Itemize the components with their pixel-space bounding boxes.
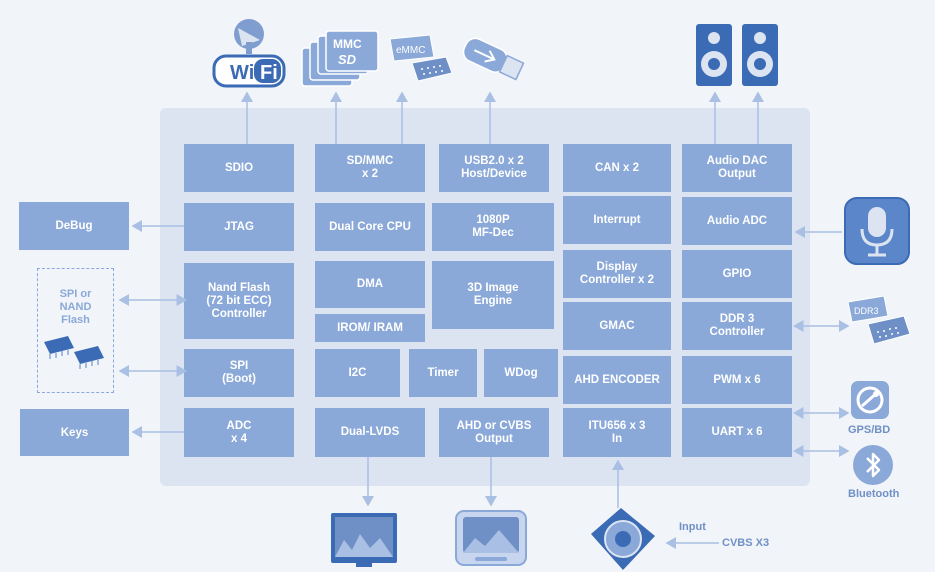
sdio-block: SDIO [184,144,294,192]
jtag-block: JTAG [184,203,294,251]
usb-host-device-block: USB2.0 x 2 Host/Device [439,144,549,192]
display-controller-block: Display Controller x 2 [563,250,671,298]
interrupt-block: Interrupt [563,196,671,244]
mmc-sd-card-icon: MMC SD [301,30,379,87]
wifi-logo-text-wi: Wi [230,62,254,84]
ahd-cvbs-output-block: AHD or CVBS Output [439,408,549,457]
adc-block: ADC x 4 [184,408,294,457]
can-block: CAN x 2 [563,144,671,192]
gpio-block: GPIO [682,250,792,298]
dma-block: DMA [315,261,425,308]
svg-text:SD: SD [338,52,357,67]
gps-bd-label: GPS/BD [848,424,891,436]
audio-adc-block: Audio ADC [682,197,792,245]
ddr3-chip-label: DDR3 [854,306,879,316]
soic-chip-icon [44,336,104,369]
itu656-in-block: ITU656 x 3 In [563,408,671,457]
mf-dec-block: 1080P MF-Dec [432,203,554,251]
dual-core-cpu-block: Dual Core CPU [315,203,425,251]
cvbs-x3-label: CVBS X3 [722,537,770,549]
uart-block: UART x 6 [682,408,792,457]
input-label: Input [679,521,706,533]
emmc-chip-icon: eMMC [388,33,454,89]
sd-mmc-block: SD/MMC x 2 [315,144,425,192]
keys-box: Keys [20,409,129,456]
debug-box: DeBug [19,202,129,250]
spi-nand-flash-label: SPI or NAND Flash [59,288,92,326]
ahd-encoder-block: AHD ENCODER [563,356,671,404]
audio-dac-output-block: Audio DAC Output [682,144,792,192]
3d-image-engine-block: 3D Image Engine [432,261,554,329]
tv-display-icon [455,510,527,566]
gps-icon [851,381,889,419]
lcd-monitor-icon [331,513,397,567]
ddr3-chip-icon: DDR3 [846,294,912,352]
bluetooth-icon [853,445,893,485]
gmac-block: GMAC [563,302,671,350]
bluetooth-label: Bluetooth [848,488,900,500]
nand-flash-controller-block: Nand Flash (72 bit ECC) Controller [184,263,294,339]
emmc-chip-label: eMMC [396,45,425,56]
irom-iram-block: IROM/ IRAM [315,314,425,342]
svg-text:MMC: MMC [333,37,362,51]
pwm-block: PWM x 6 [682,356,792,404]
ddr3-controller-block: DDR 3 Controller [682,302,792,350]
i2c-block: I2C [315,349,400,397]
microphone-icon [844,197,910,265]
usb-stick-icon [462,37,525,81]
timer-block: Timer [409,349,477,397]
speaker-icon [696,24,778,86]
spi-boot-block: SPI (Boot) [184,349,294,397]
wifi-logo-icon: Wi Fi [212,19,286,88]
dual-lvds-block: Dual-LVDS [315,408,425,457]
wdog-block: WDog [484,349,558,397]
wifi-logo-text-fi: Fi [260,62,278,84]
spi-nand-flash-box [37,268,114,393]
camera-icon [591,508,655,570]
